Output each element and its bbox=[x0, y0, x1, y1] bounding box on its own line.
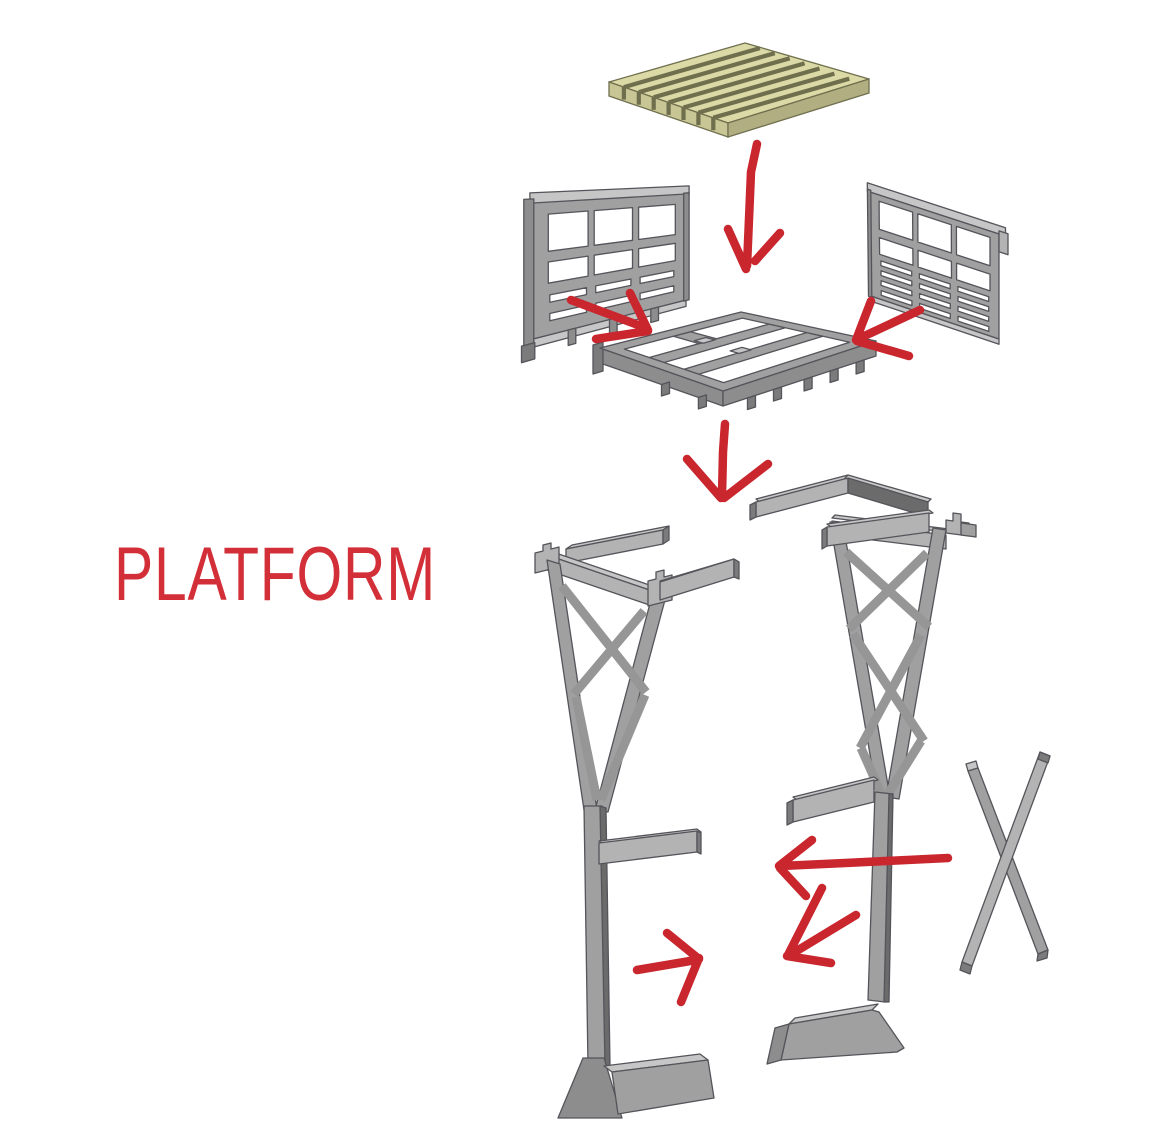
legL-foot-flare bbox=[557, 1057, 623, 1119]
arrow-left-panel-to-frame bbox=[566, 288, 653, 344]
deck-groove bbox=[623, 46, 761, 90]
base-frame bbox=[592, 311, 877, 411]
frame-peg bbox=[772, 386, 783, 402]
slatted-deck bbox=[608, 42, 870, 138]
panelL-right-edge bbox=[683, 192, 690, 302]
assembly-direction-arrows bbox=[566, 139, 953, 1007]
legL-back-beam bbox=[565, 529, 664, 564]
frame-border bbox=[599, 311, 877, 392]
deck-groove bbox=[682, 66, 821, 110]
deck-groove bbox=[653, 56, 791, 100]
legR-far-beam-cap bbox=[749, 501, 757, 521]
panelR-right-cap-block bbox=[998, 230, 1009, 256]
legR-x-bracing bbox=[842, 548, 933, 797]
trestle-leg-right bbox=[749, 474, 977, 1065]
arrow-brace-to-right-leg bbox=[774, 835, 953, 901]
deck-groove bbox=[712, 76, 850, 120]
xbrace-bar1-top-cap bbox=[1037, 751, 1051, 764]
frame-peg bbox=[829, 367, 839, 384]
legR-front-beam-cap bbox=[821, 526, 828, 550]
legL-x-bracing bbox=[558, 583, 650, 802]
arrow-to-left-leg bbox=[632, 928, 704, 1007]
xbrace-bar1-bottom-cap bbox=[959, 961, 973, 975]
deck-grooves bbox=[621, 46, 850, 131]
frame-peg bbox=[746, 394, 757, 411]
panelL-left-foot bbox=[520, 341, 536, 364]
frame-end-plate bbox=[592, 341, 604, 375]
deck-groove bbox=[668, 61, 806, 105]
trestle-leg-left bbox=[534, 525, 740, 1119]
panelL-left-flange bbox=[523, 198, 535, 349]
xbrace-bar2-bottom-cap bbox=[1036, 949, 1049, 962]
panelR-top-cap bbox=[866, 182, 1007, 237]
legL-front-beam-cap bbox=[733, 558, 740, 580]
legR-arm bbox=[792, 779, 875, 823]
frame-peg bbox=[855, 359, 865, 375]
frame-peg bbox=[660, 381, 671, 397]
panelR-face bbox=[869, 191, 1000, 340]
frame-locator-block bbox=[729, 346, 752, 355]
railing-panel-right bbox=[866, 182, 1009, 345]
deck-side-face bbox=[727, 78, 870, 138]
arrow-right-panel-to-frame bbox=[851, 296, 925, 361]
arrow-deck-to-frame bbox=[723, 139, 785, 274]
panelL-peg bbox=[650, 306, 660, 324]
deck-groove bbox=[697, 71, 835, 115]
legR-notch-peg bbox=[960, 522, 977, 538]
frame-peg bbox=[803, 376, 813, 392]
arrow-frame-to-legs bbox=[682, 419, 773, 503]
legL-back-beam-cap bbox=[662, 525, 670, 545]
deck-groove bbox=[638, 51, 776, 95]
legL-arm-cap bbox=[696, 830, 702, 855]
legR-arm-cap bbox=[786, 799, 794, 826]
legL-front-beam bbox=[659, 558, 735, 601]
panelL-peg bbox=[567, 327, 577, 347]
platform-label: PLATFORM bbox=[114, 532, 436, 617]
frame-locator-block bbox=[693, 336, 716, 344]
legL-foot-front bbox=[611, 1059, 715, 1115]
legR-foot-cap bbox=[766, 1023, 790, 1065]
arrow-brace-to-right-leg-lower bbox=[782, 883, 861, 968]
legR-main-post-side bbox=[883, 793, 894, 1003]
x-cross-brace bbox=[959, 751, 1051, 975]
frame-peg bbox=[697, 394, 708, 410]
panelR-left-edge bbox=[866, 188, 873, 298]
